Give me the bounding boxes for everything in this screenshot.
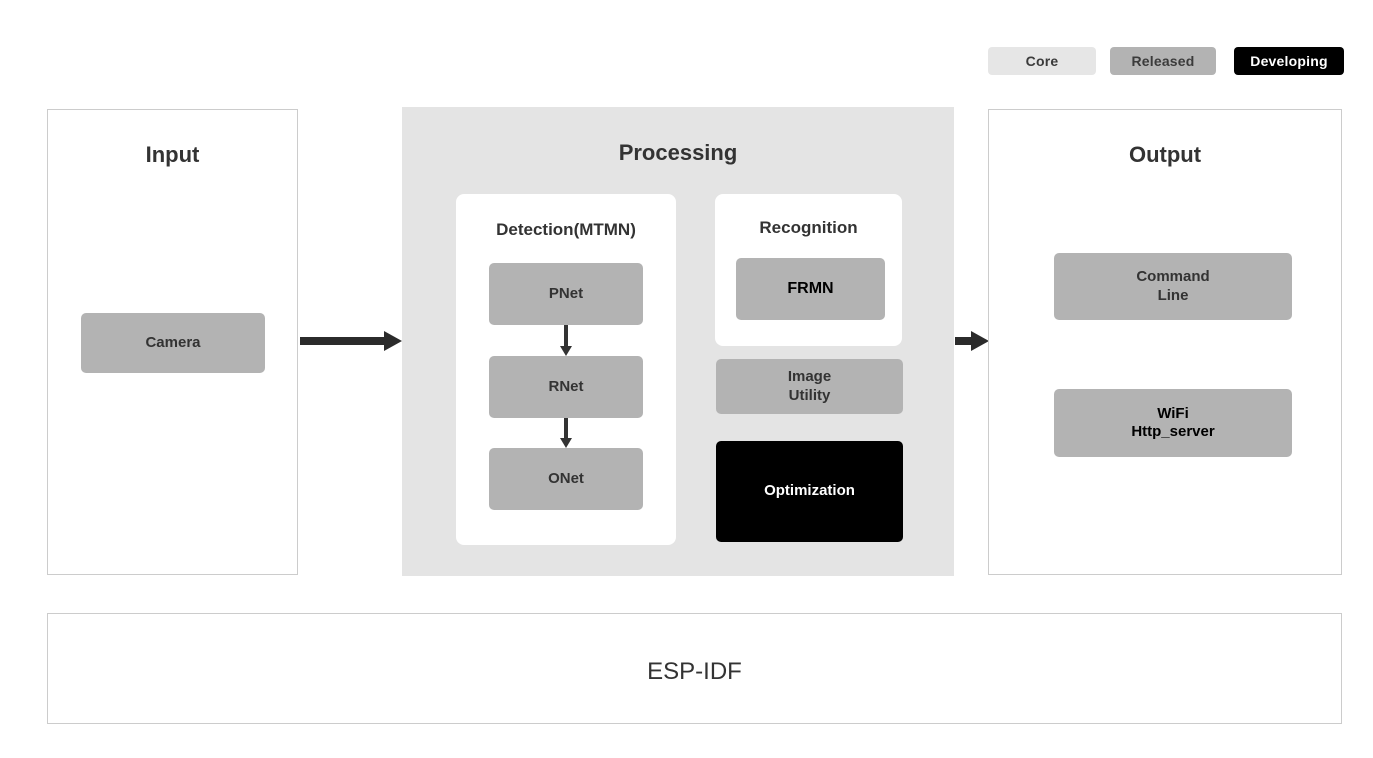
legend-chip-core-label: Core [1025, 53, 1059, 69]
card-detection: Detection(MTMN) PNet RNet ONet [456, 194, 676, 545]
node-frmn[interactable]: FRMN [736, 258, 885, 320]
legend: Core Released Developing [988, 47, 1344, 75]
node-image-utility[interactable]: Image Utility [716, 359, 903, 414]
node-rnet[interactable]: RNet [489, 356, 643, 418]
node-camera[interactable]: Camera [81, 313, 265, 373]
arrow-head [560, 346, 572, 356]
arrow-head [384, 331, 402, 351]
node-image-utility-label: Image Utility [787, 368, 832, 404]
node-frmn-label: FRMN [787, 280, 834, 298]
arrow-shaft [564, 418, 568, 438]
arrow-input-to-processing-icon [300, 331, 402, 351]
legend-chip-developing[interactable]: Developing [1234, 47, 1344, 75]
card-detection-title: Detection(MTMN) [496, 220, 636, 239]
legend-chip-core[interactable]: Core [988, 47, 1096, 75]
legend-chip-released[interactable]: Released [1110, 47, 1216, 75]
panel-processing-title: Processing [618, 140, 738, 165]
node-pnet[interactable]: PNet [489, 263, 643, 325]
panel-input: Input Camera [47, 109, 298, 575]
panel-processing: Processing Detection(MTMN) PNet RNet ONe… [402, 107, 954, 576]
node-command-line[interactable]: Command Line [1054, 253, 1292, 320]
legend-chip-developing-label: Developing [1250, 53, 1328, 69]
node-onet[interactable]: ONet [489, 448, 643, 510]
arrow-shaft [564, 325, 568, 346]
arrow-rnet-to-onet-icon [560, 418, 572, 448]
panel-output-title: Output [1128, 142, 1202, 167]
node-optimization-label: Optimization [764, 482, 855, 500]
panel-input-title: Input [145, 142, 200, 167]
node-wifi-http-server[interactable]: WiFi Http_server [1054, 389, 1292, 457]
card-recognition: Recognition FRMN [715, 194, 902, 346]
card-recognition-title: Recognition [759, 218, 858, 237]
node-wifi-http-server-label: WiFi Http_server [1131, 404, 1215, 440]
arrow-head [560, 438, 572, 448]
node-command-line-label: Command Line [1136, 268, 1210, 304]
arrow-pnet-to-rnet-icon [560, 325, 572, 356]
node-rnet-label: RNet [548, 377, 584, 395]
legend-chip-released-label: Released [1131, 53, 1195, 69]
arrow-shaft [955, 337, 973, 345]
panel-output: Output Command Line WiFi Http_server [988, 109, 1342, 575]
arrow-head [971, 331, 989, 351]
arrow-processing-to-output-icon [955, 331, 989, 351]
node-onet-label: ONet [548, 469, 584, 487]
node-optimization[interactable]: Optimization [716, 441, 903, 542]
panel-base-layer-title: ESP-IDF [647, 658, 742, 685]
arrow-shaft [300, 337, 386, 345]
node-pnet-label: PNet [548, 284, 584, 302]
node-camera-label: Camera [145, 333, 201, 351]
panel-base-layer: ESP-IDF [47, 613, 1342, 724]
